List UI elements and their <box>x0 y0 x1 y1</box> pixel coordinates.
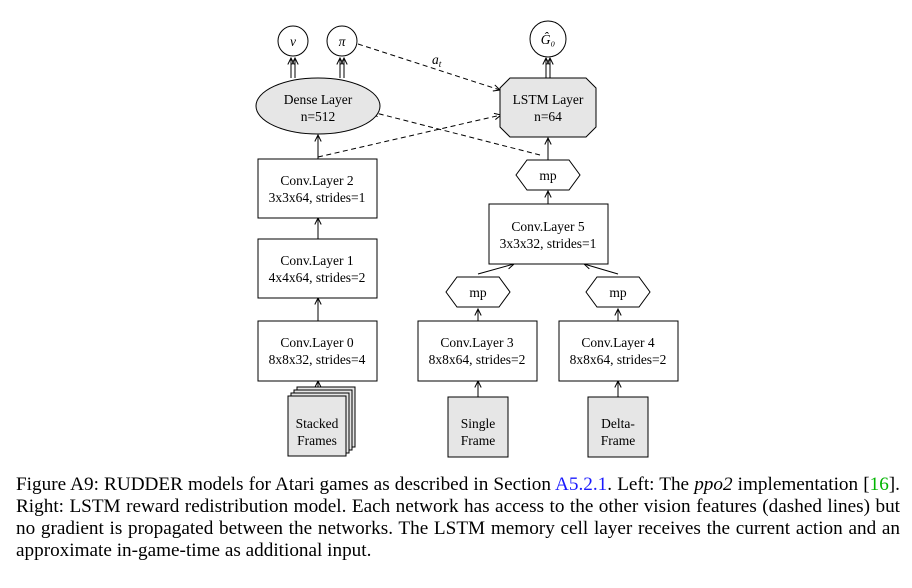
output-return-node: Ĝ₀ <box>529 20 567 58</box>
conv-layer-5-params: 3x3x32, strides=1 <box>500 236 597 251</box>
dashed-pi-to-lstm-action <box>357 43 500 90</box>
conv-layer-3-name: Conv.Layer 3 <box>440 335 514 350</box>
delta-frame-line2: Frame <box>601 433 636 448</box>
mp-top-node: mp <box>515 159 581 191</box>
delta-frame-line1: Delta- <box>601 416 635 431</box>
conv-layer-5-node: Conv.Layer 5 3x3x32, strides=1 <box>488 203 609 265</box>
action-edge-label: at <box>432 52 442 70</box>
rudder-model-diagram: at v π Ĝ₀ Dense Layer n=512 LSTM Layer n… <box>255 20 679 458</box>
output-value-node: v <box>277 25 309 57</box>
conv-layer-0-name: Conv.Layer 0 <box>280 335 354 350</box>
edges <box>291 43 619 397</box>
conv-layer-3-node: Conv.Layer 3 8x8x64, strides=2 <box>417 320 538 382</box>
lstm-layer-node: LSTM Layer n=64 <box>499 77 597 138</box>
conv-layer-2-params: 3x3x64, strides=1 <box>269 190 366 205</box>
delta-frame-node: Delta- Frame <box>587 396 649 458</box>
lstm-layer-name: LSTM Layer <box>513 92 584 107</box>
conv-layer-4-node: Conv.Layer 4 8x8x64, strides=2 <box>558 320 679 382</box>
conv-layer-1-node: Conv.Layer 1 4x4x64, strides=2 <box>257 238 378 299</box>
citation-link[interactable]: 16 <box>869 474 889 495</box>
dense-layer-node: Dense Layer n=512 <box>255 77 381 135</box>
single-frame-line1: Single <box>461 416 496 431</box>
figure-caption: Figure A9: RUDDER models for Atari games… <box>16 474 900 562</box>
caption-rest: ]. Right: LSTM reward redistribution mod… <box>16 474 900 561</box>
dense-layer-size: n=512 <box>301 109 336 124</box>
conv-layer-0-node: Conv.Layer 0 8x8x32, strides=4 <box>257 320 378 382</box>
conv-layer-4-params: 8x8x64, strides=2 <box>570 352 667 367</box>
conv-layer-3-params: 8x8x64, strides=2 <box>429 352 526 367</box>
mp-right-node: mp <box>585 276 651 308</box>
dashed-conv2-to-lstm <box>317 115 501 158</box>
conv-layer-4-name: Conv.Layer 4 <box>581 335 655 350</box>
output-return-label: Ĝ₀ <box>541 32 556 47</box>
mp-right-label: mp <box>609 285 627 300</box>
edge-mp-right-to-conv5 <box>584 264 619 275</box>
stacked-frames-line1: Stacked <box>296 416 339 431</box>
stacked-frames-node: Stacked Frames <box>287 386 356 457</box>
conv-layer-1-params: 4x4x64, strides=2 <box>269 270 366 285</box>
caption-prefix: Figure A9: RUDDER models for Atari games… <box>16 474 556 495</box>
conv-layer-2-node: Conv.Layer 2 3x3x64, strides=1 <box>257 158 378 219</box>
dashed-mp-to-dense <box>372 112 541 156</box>
single-frame-node: Single Frame <box>447 396 509 458</box>
mp-left-label: mp <box>469 285 487 300</box>
conv-layer-5-name: Conv.Layer 5 <box>511 219 585 234</box>
caption-mid1: . Left: The <box>607 474 695 495</box>
section-reference-link[interactable]: A5.2.1 <box>555 474 608 495</box>
conv-layer-2-name: Conv.Layer 2 <box>280 173 353 188</box>
caption-ppo2: ppo2 <box>694 474 733 495</box>
edge-mp-left-to-conv5 <box>477 264 514 275</box>
conv-layer-0-params: 8x8x32, strides=4 <box>269 352 366 367</box>
conv-layer-1-name: Conv.Layer 1 <box>280 253 353 268</box>
dense-layer-name: Dense Layer <box>284 92 353 107</box>
output-policy-label: π <box>339 34 347 49</box>
stacked-frames-line2: Frames <box>297 433 337 448</box>
output-policy-node: π <box>326 25 358 57</box>
output-value-label: v <box>290 34 296 49</box>
caption-mid2: implementation [ <box>732 474 870 495</box>
single-frame-line2: Frame <box>461 433 496 448</box>
lstm-layer-size: n=64 <box>534 109 562 124</box>
mp-top-label: mp <box>539 168 557 183</box>
mp-left-node: mp <box>445 276 511 308</box>
